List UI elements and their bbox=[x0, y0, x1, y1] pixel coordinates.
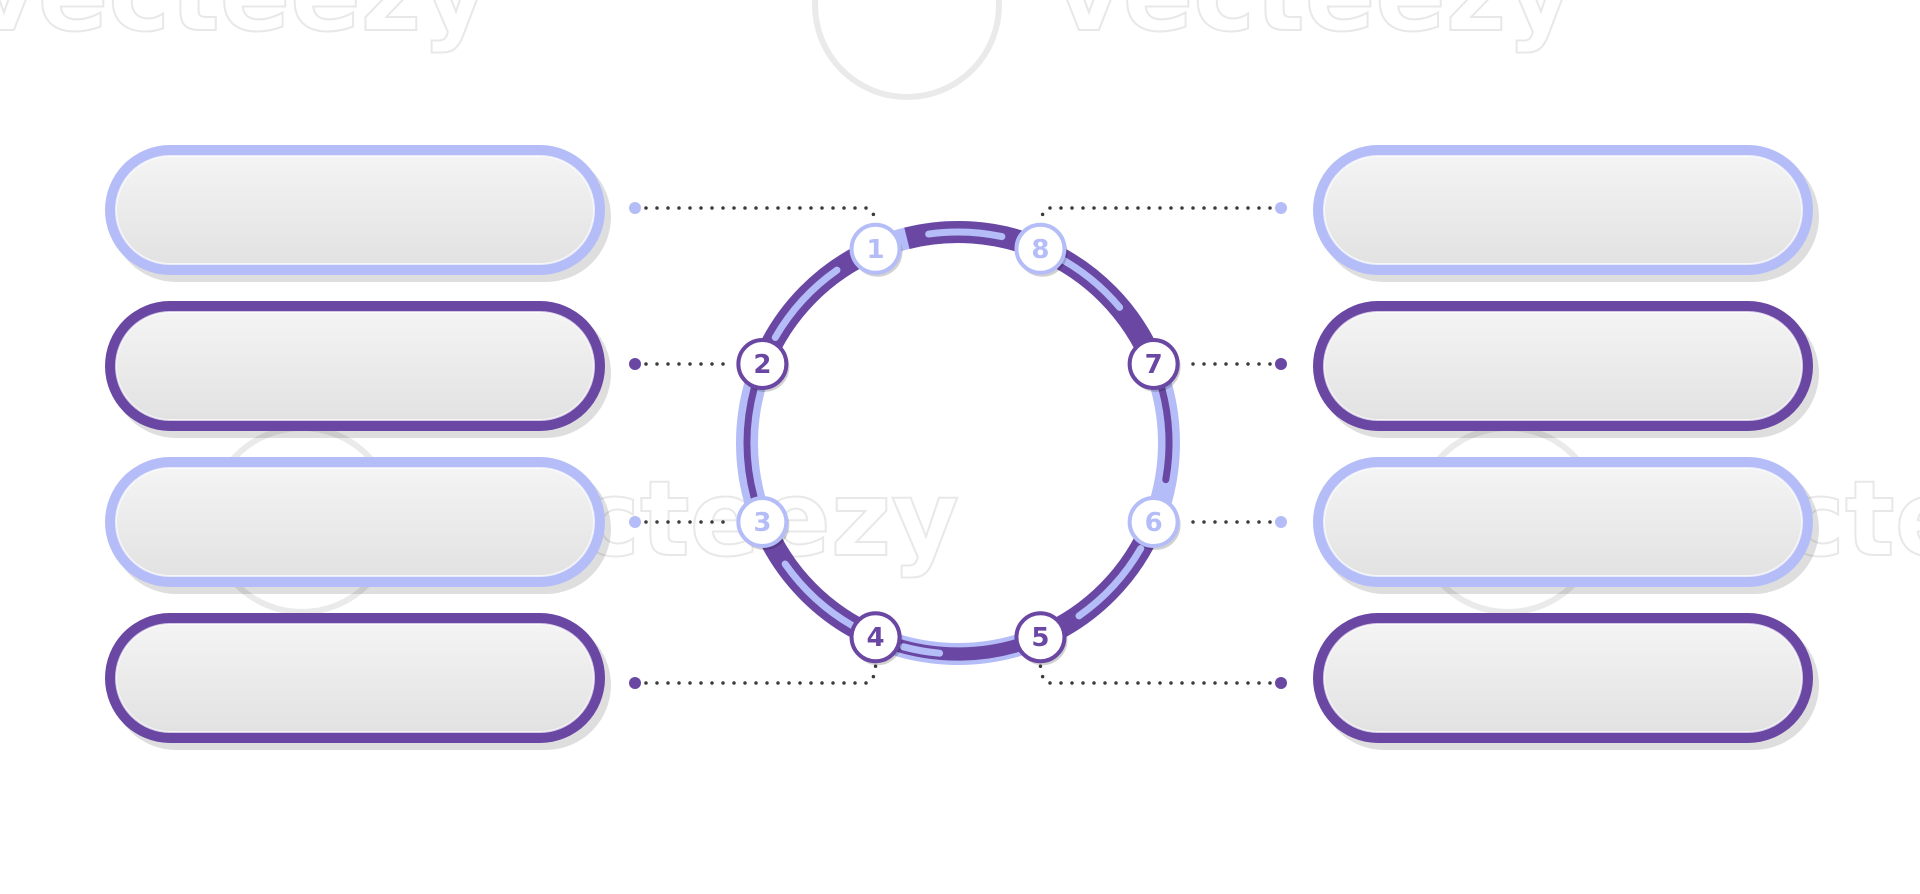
step-badge-6: 6 bbox=[1127, 496, 1181, 551]
step-text-card bbox=[105, 457, 611, 594]
step-badge-2: 2 bbox=[736, 337, 790, 392]
connector-step-7 bbox=[1187, 357, 1287, 370]
ring-segment bbox=[925, 228, 1006, 241]
step-badge-group: 1 2 3 4 5 6 7 8 bbox=[736, 222, 1181, 666]
ring-segment bbox=[743, 384, 758, 502]
ring-segment bbox=[781, 560, 856, 630]
step-badge-8: 8 bbox=[1014, 222, 1068, 277]
step-number: 7 bbox=[1145, 350, 1163, 380]
text-card-group bbox=[105, 145, 1819, 750]
cycle-ring bbox=[736, 221, 1180, 665]
connector-step-8 bbox=[1038, 202, 1287, 227]
connector-step-3 bbox=[629, 516, 729, 529]
step-number: 8 bbox=[1031, 235, 1049, 265]
step-text-card bbox=[105, 301, 611, 438]
step-text-card bbox=[1313, 457, 1819, 594]
connector-step-4 bbox=[629, 659, 878, 689]
step-text-card bbox=[105, 145, 611, 282]
step-badge-1: 1 bbox=[849, 222, 903, 277]
step-text-card bbox=[105, 613, 611, 750]
connector-step-5 bbox=[1038, 659, 1287, 689]
step-text-card bbox=[1313, 301, 1819, 438]
step-number: 2 bbox=[753, 350, 771, 380]
watermark-text: vecteezy bbox=[0, 0, 489, 55]
step-text-card bbox=[1313, 145, 1819, 282]
connector-group bbox=[629, 202, 1287, 689]
step-badge-7: 7 bbox=[1127, 337, 1181, 392]
step-number: 4 bbox=[867, 623, 885, 653]
connector-step-1 bbox=[629, 202, 878, 227]
watermark-text: vecteezy bbox=[1055, 0, 1574, 55]
step-number: 1 bbox=[867, 235, 885, 265]
step-badge-3: 3 bbox=[736, 496, 790, 551]
ring-segment bbox=[899, 643, 944, 657]
ring-segment bbox=[771, 266, 841, 341]
connector-step-6 bbox=[1187, 516, 1287, 529]
step-number: 3 bbox=[753, 508, 771, 538]
step-badge-5: 5 bbox=[1014, 611, 1068, 666]
step-text-card bbox=[1313, 613, 1819, 750]
ring-segment bbox=[1075, 545, 1145, 620]
step-number: 5 bbox=[1031, 623, 1049, 653]
step-badge-4: 4 bbox=[849, 611, 903, 666]
step-number: 6 bbox=[1145, 508, 1163, 538]
connector-step-2 bbox=[629, 357, 729, 370]
ring-segment bbox=[1158, 384, 1173, 484]
